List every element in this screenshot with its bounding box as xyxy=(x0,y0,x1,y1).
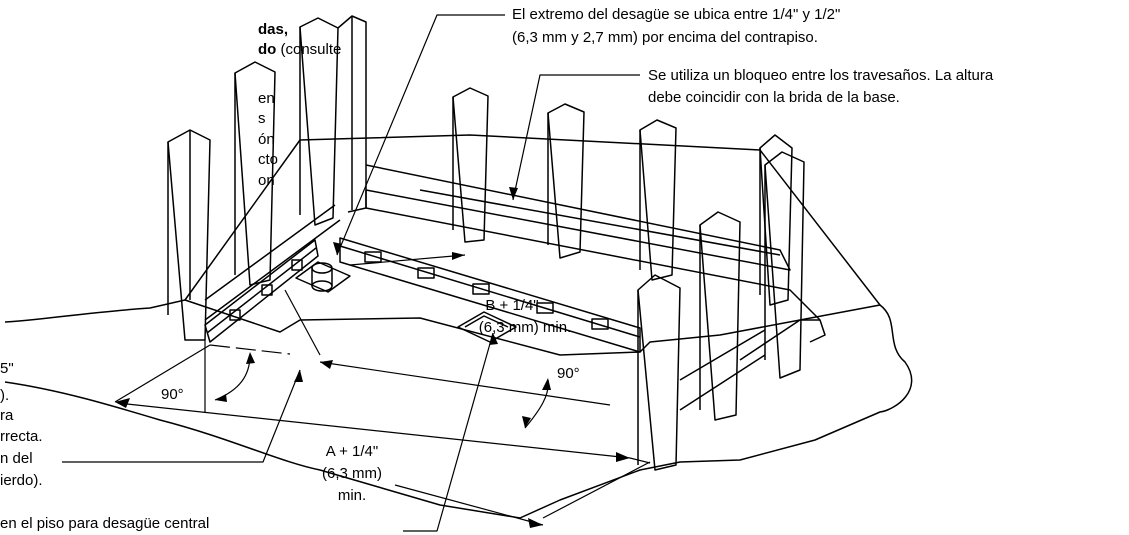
dimension-a-line: (6,3 mm) xyxy=(322,465,382,482)
dimension-b-line: (6,3 mm) min. xyxy=(479,319,572,336)
left-note-line: s xyxy=(258,110,266,127)
back-wall-plates xyxy=(365,164,826,343)
angle-right-label: 90° xyxy=(557,365,580,382)
left-note-line: en xyxy=(258,90,275,107)
left-note-line: ón xyxy=(258,131,275,148)
dimension-b-line: B + 1/4" xyxy=(485,297,538,314)
angle-left-label: 90° xyxy=(161,386,184,403)
drain-note: El extremo del desagüe se ubica entre 1/… xyxy=(512,6,840,46)
dimension-b-label: B + 1/4" (6,3 mm) min. xyxy=(479,297,572,336)
side-note-line: ). xyxy=(0,387,9,404)
left-note-line: cto xyxy=(258,151,278,168)
left-note-rest: (consulte xyxy=(276,41,341,58)
side-note-line: rrecta. xyxy=(0,428,43,445)
blocking-note-line: Se utiliza un bloqueo entre los travesañ… xyxy=(648,67,994,84)
drain-note-line: El extremo del desagüe se ubica entre 1/… xyxy=(512,6,840,23)
blocking-note-line: debe coincidir con la brida de la base. xyxy=(648,89,900,106)
right-wall-studs xyxy=(637,151,820,471)
dimension-a-line: min. xyxy=(338,487,366,504)
side-note-line: 5" xyxy=(0,360,14,377)
left-note-bold: do xyxy=(258,41,276,58)
corner-studs xyxy=(337,15,367,213)
left-note-line: on xyxy=(258,172,275,189)
side-note-line: ra xyxy=(0,407,14,424)
drain-pipe xyxy=(295,261,351,293)
side-note-line: n del xyxy=(0,450,33,467)
blocking-beam-left xyxy=(204,239,319,343)
subfloor-outline xyxy=(4,299,913,519)
bottom-note: en el piso para desagüe central xyxy=(0,515,209,532)
blocking-note: Se utiliza un bloqueo entre los travesañ… xyxy=(648,67,994,106)
left-wall-studs xyxy=(167,17,341,341)
drain-note-line: (6,3 mm y 2,7 mm) por encima del contrap… xyxy=(512,29,818,46)
dimension-a-line: A + 1/4" xyxy=(326,443,378,460)
side-note-line: ierdo). xyxy=(0,472,43,489)
dimension-a-label: A + 1/4" (6,3 mm) min. xyxy=(322,443,382,504)
svg-text:das,: das, xyxy=(258,21,288,38)
arrowheads xyxy=(115,187,630,528)
back-wall-studs xyxy=(452,87,793,306)
side-note: 5" ). ra rrecta. n del ierdo). xyxy=(0,360,43,489)
svg-text:do (consulte: do (consulte xyxy=(258,41,341,58)
center-drain-opening xyxy=(457,311,517,343)
floor-back-edge xyxy=(184,134,881,306)
dimension-lines xyxy=(114,254,651,526)
left-note: das, do (consulte en s ón cto on xyxy=(258,21,341,189)
